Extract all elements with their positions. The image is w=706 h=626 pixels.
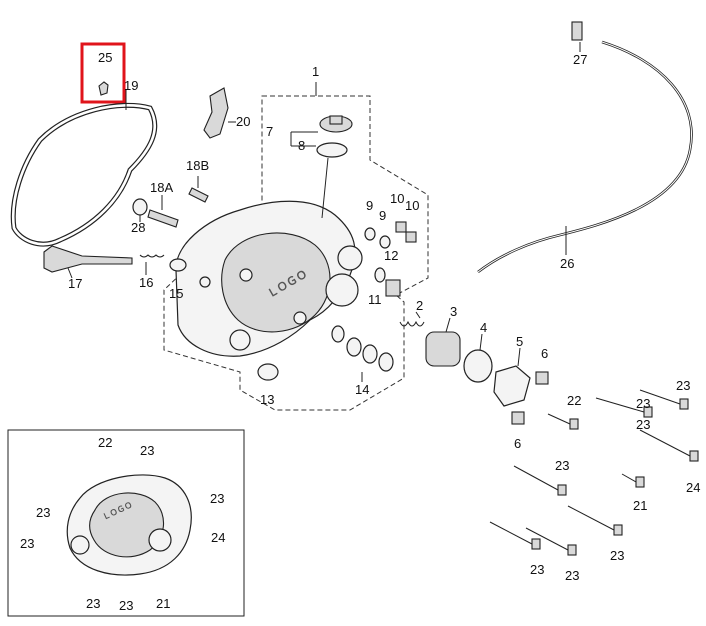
label-23k: 23 [20,536,34,551]
label-4: 4 [480,320,487,335]
plug-12 [385,279,401,297]
label-25: 25 [98,50,112,65]
label-19: 19 [124,78,138,93]
label-23b: 23 [636,396,650,411]
label-26: 26 [560,256,574,271]
label-12: 12 [384,248,398,263]
washer-9b [379,235,391,249]
label-23j: 23 [36,505,50,520]
label-22b: 22 [98,435,112,450]
bolts-group [489,389,699,556]
bolt-10b [405,231,417,243]
spring-16 [139,254,165,258]
part-18a [147,209,179,228]
label-9b: 9 [379,208,386,223]
label-5: 5 [516,334,523,349]
label-22a: 22 [567,393,581,408]
label-28: 28 [131,220,145,235]
bolt-10a [395,221,407,233]
cable-end-27 [571,21,583,41]
label-23d: 23 [555,458,569,473]
label-21b: 21 [156,596,170,611]
label-9a: 9 [366,198,373,213]
cover-inner-dome [221,232,331,333]
label-14: 14 [355,382,369,397]
cover-oil-window [325,273,359,307]
label-6a: 6 [541,346,548,361]
spring-2 [399,320,425,327]
label-2: 2 [416,298,423,313]
clutch-cable-26 [477,40,693,274]
washer-11 [374,267,386,283]
label-16: 16 [139,275,153,290]
o-ring-8 [316,142,348,158]
label-23c: 23 [636,417,650,432]
cover-boss-right [337,245,363,271]
label-23e: 23 [610,548,624,563]
part-20-lever [203,87,229,139]
bolt-6a [535,371,549,385]
highlight-box-part-25 [80,42,126,104]
o-ring-4 [463,349,493,383]
seal-15 [169,258,187,272]
oil-filter-3 [425,331,461,367]
part-17-arm [43,245,133,273]
label-23h: 23 [140,443,154,458]
ring-14d [378,352,394,372]
label-18a: 18A [150,180,173,195]
label-24b: 24 [211,530,225,545]
label-7: 7 [266,124,273,139]
label-23l: 23 [86,596,100,611]
filter-cover-5 [493,365,531,407]
part-18b [188,187,209,203]
label-23m: 23 [119,598,133,613]
ring-14a [331,325,345,343]
bolt-6b [511,411,525,425]
label-10a: 10 [390,191,404,206]
ring-14b [346,337,362,357]
washer-28 [132,198,148,216]
label-8: 8 [298,138,305,153]
label-1: 1 [312,64,319,79]
label-18b: 18B [186,158,209,173]
callout-labels: 25 19 20 18B 18A 28 17 16 15 13 1 7 8 9 … [20,50,700,613]
label-21a: 21 [633,498,647,513]
ring-14c [362,344,378,364]
label-3: 3 [450,304,457,319]
label-15: 15 [169,286,183,301]
label-23i: 23 [210,491,224,506]
label-20: 20 [236,114,250,129]
label-13: 13 [260,392,274,407]
label-23a: 23 [676,378,690,393]
label-11: 11 [368,292,382,307]
part-25-clip [98,81,109,96]
seal-13 [257,363,279,381]
label-23f: 23 [530,562,544,577]
label-27: 27 [573,52,587,67]
label-17: 17 [68,276,82,291]
label-23g: 23 [565,568,579,583]
washer-9a [364,227,376,241]
label-24a: 24 [686,480,700,495]
label-10b: 10 [405,198,419,213]
label-6b: 6 [514,436,521,451]
